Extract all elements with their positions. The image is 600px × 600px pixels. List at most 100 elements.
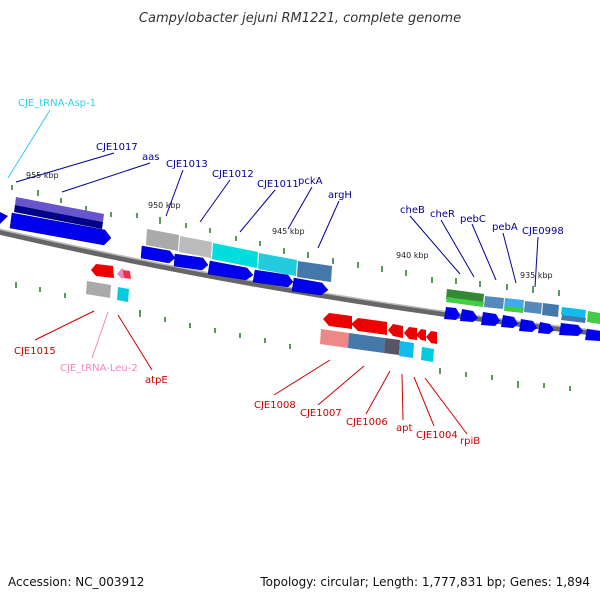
gene-label[interactable]: CJE1004: [416, 430, 458, 441]
leader-line: [502, 232, 517, 284]
accession-text: Accession: NC_003912: [8, 575, 144, 589]
gene-arrow[interactable]: [323, 313, 352, 329]
feature-bar[interactable]: [348, 333, 385, 353]
gene-label[interactable]: atpE: [145, 375, 168, 386]
leader-line: [317, 200, 340, 249]
leader-line: [34, 310, 95, 341]
gene-label[interactable]: CJE1013: [166, 159, 208, 170]
feature-bar[interactable]: [561, 315, 586, 323]
gene-arrow[interactable]: [173, 253, 209, 271]
gene-label[interactable]: cheB: [400, 205, 425, 216]
gene-label[interactable]: pebA: [492, 222, 518, 233]
gene-label[interactable]: CJE0998: [522, 226, 564, 237]
gene-arrow[interactable]: [444, 307, 460, 320]
leader-line: [424, 377, 468, 435]
gene-arrow[interactable]: [426, 331, 437, 344]
reverse-strand: [86, 264, 437, 362]
kbp-label: 940 kbp: [396, 251, 429, 260]
gene-arrow[interactable]: [501, 315, 518, 328]
kbp-label: 945 kbp: [272, 227, 305, 236]
feature-bar[interactable]: [212, 243, 258, 268]
gene-label[interactable]: CJE1006: [346, 417, 388, 428]
leader-line: [165, 169, 184, 217]
leader-line: [471, 223, 497, 281]
leader-line: [7, 109, 51, 179]
feature-bar[interactable]: [146, 229, 179, 251]
forward-strand: [0, 212, 600, 341]
gene-arrow[interactable]: [388, 324, 403, 338]
gene-label[interactable]: aas: [142, 152, 159, 163]
feature-bar[interactable]: [587, 311, 600, 324]
gene-arrow[interactable]: [0, 212, 8, 224]
ticks: [11, 185, 571, 391]
feature-bar[interactable]: [179, 236, 212, 258]
leader-line: [117, 314, 153, 371]
leader-lines-top: [7, 109, 539, 288]
gene-arrow[interactable]: [460, 309, 478, 322]
gene-label[interactable]: pckA: [298, 176, 323, 187]
feature-bar[interactable]: [15, 197, 104, 222]
kbp-label: 950 kbp: [148, 201, 181, 210]
feature-bar[interactable]: [258, 253, 297, 276]
gene-arrow[interactable]: [404, 327, 417, 340]
gene-arrow[interactable]: [538, 322, 554, 334]
gene-arrow[interactable]: [585, 329, 600, 341]
leader-line: [91, 311, 109, 359]
feature-bar[interactable]: [561, 307, 586, 318]
feature-bar[interactable]: [320, 329, 349, 348]
gene-arrow[interactable]: [519, 319, 537, 332]
gene-arrow[interactable]: [481, 312, 500, 326]
feature-bar[interactable]: [14, 205, 103, 229]
gene-arrow[interactable]: [351, 318, 387, 335]
gene-label[interactable]: argH: [328, 190, 352, 201]
gene-label[interactable]: cheR: [430, 209, 455, 220]
labels-bottom: CJE1015 CJE_tRNA-Leu-2 atpE CJE1008 CJE1…: [14, 346, 480, 447]
leader-line: [534, 236, 539, 288]
feature-bar[interactable]: [421, 347, 434, 362]
gene-label[interactable]: CJE_tRNA-Leu-2: [60, 363, 138, 374]
gene-arrow[interactable]: [207, 260, 254, 281]
feature-bar[interactable]: [542, 303, 559, 317]
gene-label[interactable]: CJE1012: [212, 169, 254, 180]
leader-line: [365, 370, 391, 415]
gene-arrow[interactable]: [559, 323, 583, 336]
gene-label[interactable]: CJE1008: [254, 400, 296, 411]
gene-arrow[interactable]: [291, 277, 329, 296]
gene-label[interactable]: CJE1007: [300, 408, 342, 419]
gene-label[interactable]: CJE1015: [14, 346, 56, 357]
gene-label[interactable]: apt: [396, 423, 412, 434]
leader-line: [440, 219, 475, 278]
gene-arrow[interactable]: [416, 329, 426, 341]
forward-features: [14, 197, 600, 324]
gene-label[interactable]: CJE1017: [96, 142, 138, 153]
leader-line: [409, 215, 461, 275]
feature-bar[interactable]: [484, 296, 504, 309]
leader-line: [317, 365, 365, 406]
gene-arrow[interactable]: [123, 270, 131, 279]
leader-line: [199, 179, 231, 223]
feature-bar[interactable]: [117, 287, 129, 302]
labels-top: CJE_tRNA-Asp-1 CJE1017 aas CJE1013 CJE10…: [18, 98, 564, 237]
feature-bar[interactable]: [446, 297, 484, 307]
topology-info: Topology: circular; Length: 1,777,831 bp…: [259, 575, 590, 589]
feature-bar[interactable]: [504, 306, 524, 313]
leader-line: [413, 376, 435, 427]
gene-arrow[interactable]: [140, 245, 176, 264]
feature-bar[interactable]: [86, 281, 111, 298]
gene-arrow[interactable]: [91, 264, 114, 278]
leader-line: [273, 359, 331, 396]
feature-bar[interactable]: [384, 338, 400, 355]
gene-label[interactable]: pebC: [460, 214, 486, 225]
leader-line: [15, 152, 115, 183]
gene-arrow[interactable]: [252, 269, 294, 288]
kbp-label: 955 kbp: [26, 171, 59, 180]
feature-bar[interactable]: [297, 261, 332, 282]
leader-line: [287, 186, 313, 230]
gene-label[interactable]: CJE_tRNA-Asp-1: [18, 98, 96, 109]
gene-label[interactable]: rpiB: [460, 436, 480, 447]
gene-label[interactable]: CJE1011: [257, 179, 299, 190]
feature-bar[interactable]: [399, 341, 414, 358]
gene-arrow[interactable]: [9, 212, 112, 246]
map-title: Campylobacter jejuni RM1221, complete ge…: [139, 11, 461, 26]
feature-bar[interactable]: [524, 301, 542, 314]
